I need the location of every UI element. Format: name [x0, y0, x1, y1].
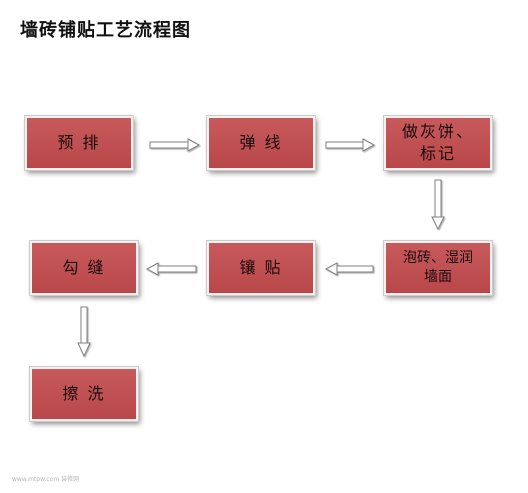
step-preliminary-layout: 预 排 [25, 116, 133, 170]
step-label: 镶 贴 [239, 258, 283, 277]
step-cleaning: 擦 洗 [30, 367, 138, 421]
step-tile-setting: 镶 贴 [207, 241, 315, 295]
step-label: 擦 洗 [62, 384, 106, 403]
step-label: 勾 缝 [62, 258, 106, 277]
arrow-down-1 [431, 179, 445, 231]
step-snap-lines: 弹 线 [207, 116, 315, 170]
step-label: 泡砖、湿润 墙面 [403, 250, 473, 285]
step-soak-tiles: 泡砖、湿润 墙面 [384, 241, 492, 295]
arrow-right-2 [325, 138, 376, 152]
step-label: 做灰饼、 标记 [401, 122, 474, 163]
arrow-left-1 [324, 262, 374, 276]
arrow-down-2 [77, 306, 91, 358]
diagram-title: 墙砖铺贴工艺流程图 [20, 20, 191, 41]
step-label: 预 排 [57, 133, 101, 152]
step-label: 弹 线 [239, 133, 283, 152]
arrow-right-1 [149, 138, 201, 152]
step-plaster-markers: 做灰饼、 标记 [384, 116, 492, 170]
step-grouting: 勾 缝 [30, 241, 138, 295]
footer-watermark: www.mtpw.com 装修网 [12, 476, 80, 483]
arrow-left-2 [145, 262, 197, 276]
